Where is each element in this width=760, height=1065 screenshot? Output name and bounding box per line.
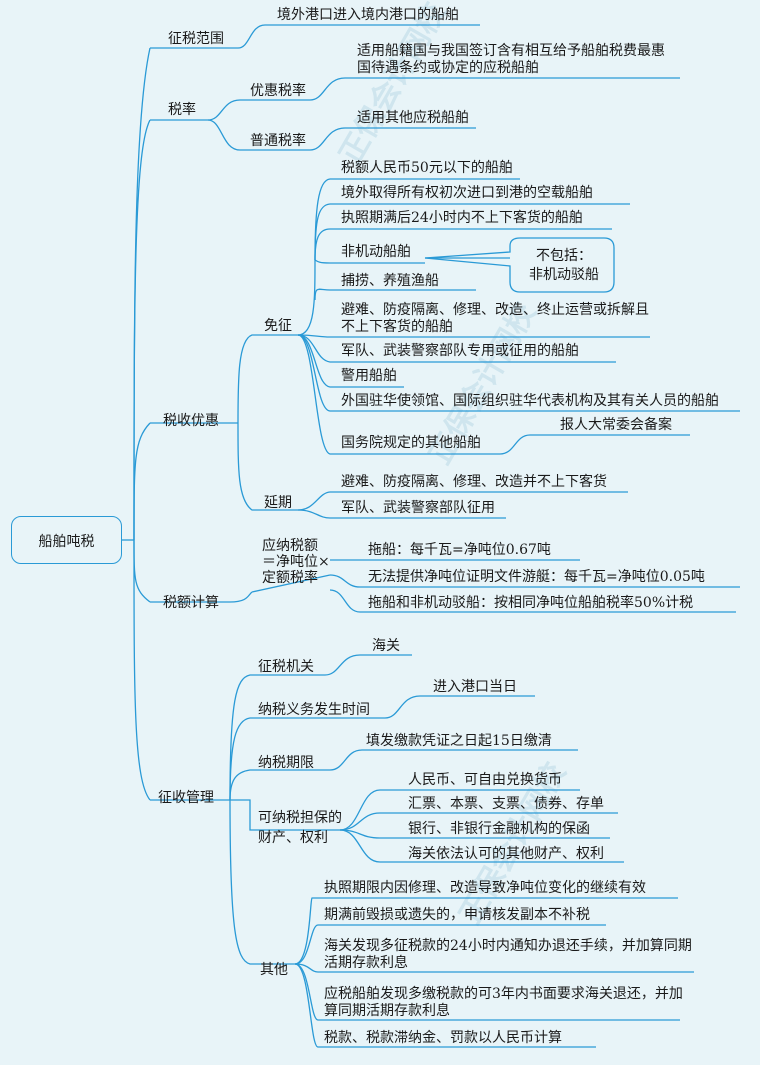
exempt-item: 警用船舶 [341, 368, 397, 384]
exempt-callout: 不包括： 非机动驳船 [529, 248, 599, 283]
relief-defer-label: 延期 [264, 495, 292, 511]
rate-preferential-label: 优惠税率 [250, 83, 306, 99]
defer-item: 军队、武装警察部队征用 [341, 500, 495, 516]
scope-item: 境外港口进入境内港口的船舶 [277, 7, 459, 23]
exempt-item: 外国驻华使领馆、国际组织驻华代表机构及其有关人员的船舶 [341, 393, 719, 409]
branch-scope-label: 征税范围 [168, 31, 224, 47]
admin-period-value: 填发缴款凭证之日起15日缴清 [366, 733, 552, 749]
branch-calc-label: 税额计算 [163, 595, 219, 611]
calc-item: 拖船和非机动驳船：按相同净吨位船舶税率50%计税 [368, 595, 694, 611]
admin-authority-value: 海关 [372, 638, 400, 654]
exempt-item: 境外取得所有权初次进口到港的空载船舶 [341, 185, 593, 201]
guarantee-item: 汇票、本票、支票、债券、存单 [408, 796, 604, 812]
exempt-item: 军队、武装警察部队专用或征用的船舶 [341, 343, 579, 359]
exempt-note: 报人大常委会备案 [560, 417, 672, 433]
exempt-item: 捕捞、养殖渔船 [341, 273, 439, 289]
other-item: 期满前毁损或遗失的，申请核发副本不补税 [324, 907, 590, 923]
branch-admin-label: 征收管理 [158, 790, 214, 806]
exempt-item: 避难、防疫隔离、修理、改造、终止运营或拆解且不上下客货的船舶 [341, 302, 649, 335]
other-item: 税款、税款滞纳金、罚款以人民币计算 [324, 1030, 562, 1046]
exempt-item: 国务院规定的其他船舶 [341, 435, 481, 451]
root-node [11, 516, 122, 564]
relief-exempt-label: 免征 [264, 318, 292, 334]
guarantee-item: 人民币、可自由兑换货币 [408, 772, 562, 788]
admin-time-label: 纳税义务发生时间 [258, 702, 370, 718]
other-item: 海关发现多征税款的24小时内通知办退还手续，并加算同期活期存款利息 [324, 938, 692, 971]
calc-formula: 应纳税额 ＝净吨位× 定额税率 [262, 538, 330, 586]
rate-normal-desc: 适用其他应税船舶 [357, 110, 469, 126]
rate-normal-label: 普通税率 [250, 133, 306, 149]
admin-authority-label: 征税机关 [258, 659, 314, 675]
calc-item: 无法提供净吨位证明文件游艇：每千瓦=净吨位0.05吨 [368, 569, 705, 585]
root-label: 船舶吨税 [38, 534, 95, 550]
exempt-item: 非机动船舶 [341, 244, 411, 260]
admin-time-value: 进入港口当日 [433, 679, 517, 695]
calc-item: 拖船：每千瓦=净吨位0.67吨 [368, 542, 551, 558]
branch-relief-label: 税收优惠 [163, 413, 219, 429]
exempt-item: 执照期满后24小时内不上下客货的船舶 [341, 210, 583, 226]
branch-rate-label: 税率 [168, 102, 196, 118]
rate-preferential-desc: 适用船籍国与我国签订含有相互给予船舶税费最惠国待遇条约或协定的应税船舶 [357, 43, 665, 76]
admin-other-label: 其他 [260, 962, 288, 978]
guarantee-item: 海关依法认可的其他财产、权利 [408, 846, 604, 862]
admin-period-label: 纳税期限 [258, 755, 314, 771]
defer-item: 避难、防疫隔离、修理、改造并不上下客货 [341, 474, 607, 490]
exempt-item: 税额人民币50元以下的船舶 [341, 160, 513, 176]
other-item: 应税船舶发现多缴税款的可3年内书面要求海关退还，并加算同期活期存款利息 [324, 986, 683, 1019]
other-item: 执照期限内因修理、改造导致净吨位变化的继续有效 [324, 880, 646, 896]
guarantee-item: 银行、非银行金融机构的保函 [408, 821, 590, 837]
admin-guarantee-label: 可纳税担保的 财产、权利 [258, 810, 342, 846]
